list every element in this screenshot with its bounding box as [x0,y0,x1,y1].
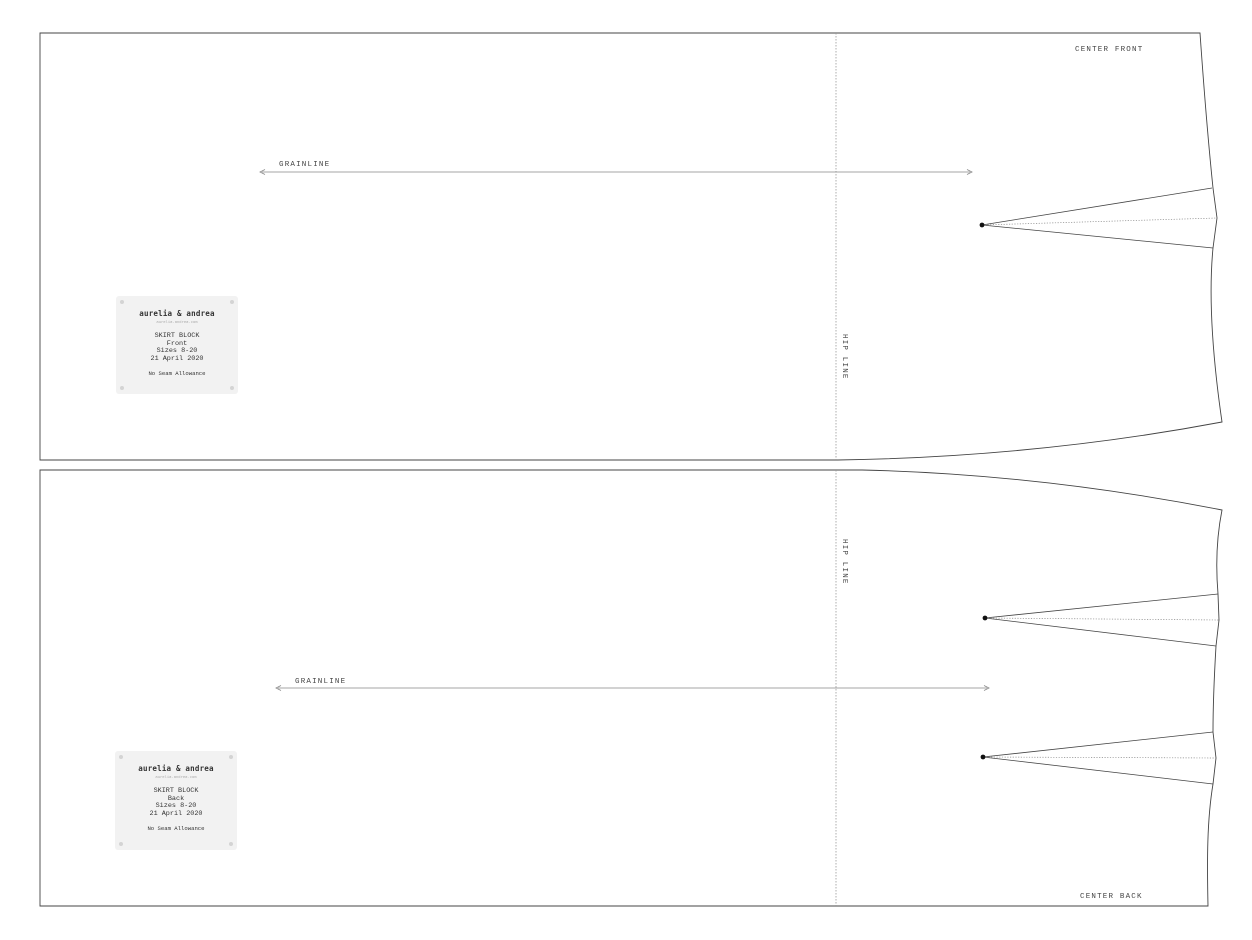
pattern-date: 21 April 2020 [150,354,204,363]
pattern-title: SKIRT BLOCK [154,332,200,340]
card-pin [229,755,233,759]
pattern-piece-name: Front [166,339,188,348]
card-pin [229,842,233,846]
back-dart-upper-point [982,615,988,621]
card-pin [120,300,124,304]
front-info-card: aurelia & andrea aurelia-andrea.com SKIR… [116,296,238,394]
back-center-label: CENTER BACK [1080,893,1143,901]
brand-name: aurelia & andrea [139,309,215,318]
pattern-title: SKIRT BLOCK [153,787,199,795]
card-pin [119,842,123,846]
front-grainline-arrow [259,169,973,175]
back-dart-lower [980,731,1217,785]
seam-allowance-note: No Seam Allowance [148,370,206,378]
back-pattern-piece: CENTER BACK GRAINLINE HIP LINE [39,469,1223,907]
back-grainline-arrow [275,685,990,691]
brand-url: aurelia-andrea.com [156,319,198,324]
pattern-sizes: Sizes 8-20 [156,347,198,356]
front-center-label: CENTER FRONT [1075,46,1143,54]
front-piece-outline [39,32,1223,461]
back-piece-outline [39,469,1223,907]
pattern-piece-name: Back [167,794,185,803]
back-info-card: aurelia & andrea aurelia-andrea.com SKIR… [115,751,237,850]
seam-allowance-note: No Seam Allowance [147,825,205,833]
back-grainline-label: GRAINLINE [295,678,346,686]
pattern-date: 21 April 2020 [149,809,203,818]
front-dart [979,187,1218,249]
front-dart-point [979,222,985,228]
card-pin [230,300,234,304]
pattern-sizes: Sizes 8-20 [155,802,197,811]
front-grainline-label: GRAINLINE [279,161,330,169]
card-pin [119,755,123,759]
brand-url: aurelia-andrea.com [155,774,197,779]
front-hipline-label: HIP LINE [840,334,848,380]
front-pattern-piece: CENTER FRONT GRAINLINE HIP LINE [39,32,1223,461]
card-pin [230,386,234,390]
brand-name: aurelia & andrea [138,764,214,773]
back-dart-upper [982,593,1220,647]
back-dart-lower-point [980,754,986,760]
card-pin [120,386,124,390]
back-hipline-label: HIP LINE [840,539,848,585]
